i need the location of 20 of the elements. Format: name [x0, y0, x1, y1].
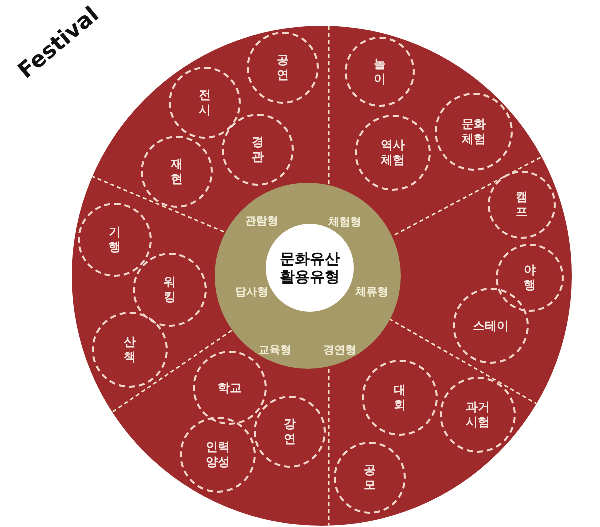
- activity-circle: 대회: [362, 360, 438, 436]
- activity-circle: 과거시험: [440, 377, 516, 453]
- activity-circle: 놀이: [345, 37, 415, 107]
- sector-label: 답사형: [236, 284, 268, 300]
- activity-circle: 캠프: [488, 171, 556, 239]
- activity-circle: 공모: [334, 442, 406, 514]
- activity-circle: 공연: [247, 32, 319, 104]
- activity-circle: 기행: [78, 203, 152, 277]
- sector-label: 경연형: [324, 342, 356, 358]
- activity-circle: 경관: [222, 114, 294, 186]
- activity-circle: 야행: [496, 244, 564, 312]
- activity-circle: 재현: [141, 136, 213, 208]
- activity-circle: 역사체험: [355, 115, 431, 191]
- activity-circle: 문화체험: [435, 93, 513, 171]
- activity-circle: 전시: [169, 67, 241, 139]
- activity-circle: 워킹: [133, 253, 207, 327]
- activity-circle: 인력양성: [180, 417, 256, 493]
- activity-circle: 산책: [92, 312, 168, 388]
- activity-circle: 강연: [254, 396, 326, 468]
- sector-label: 체류형: [356, 284, 388, 300]
